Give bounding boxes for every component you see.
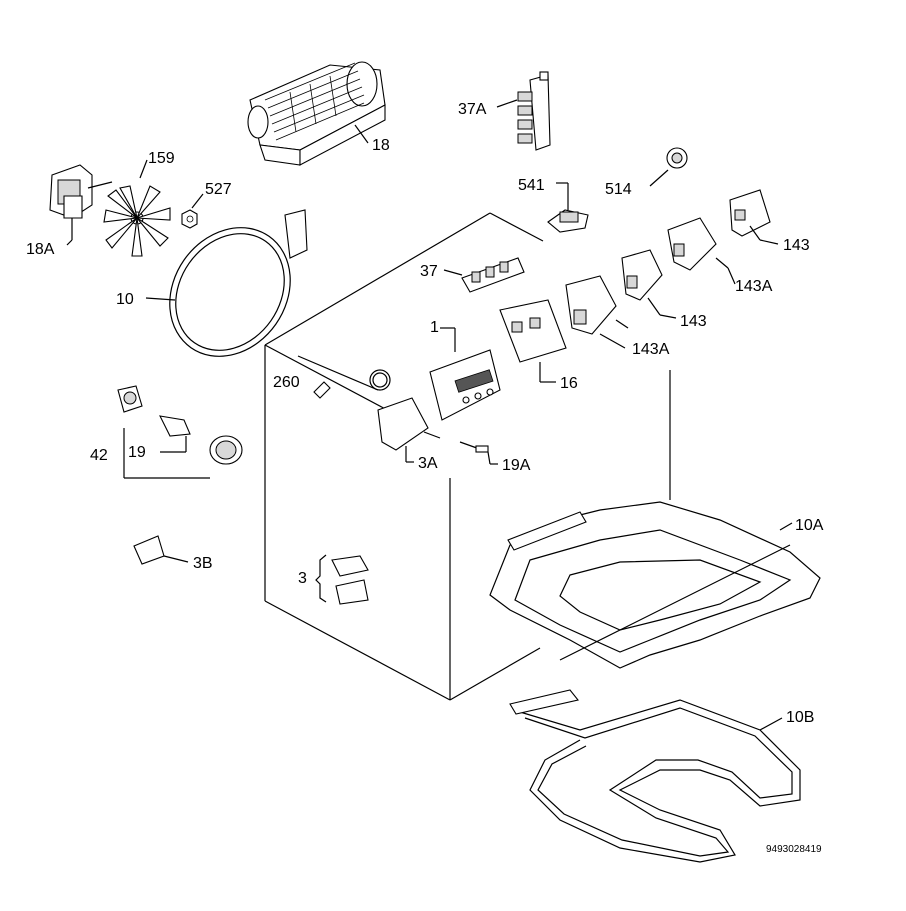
part-labels: 18 37A 159 527 18A 541 514 143 143A 37 1… — [26, 101, 824, 855]
switch-143-top — [729, 189, 779, 245]
label-1: 1 — [430, 319, 439, 336]
label-19: 19 — [128, 444, 146, 461]
label-143-top: 143 — [783, 237, 810, 254]
terminal-block-37 — [443, 257, 525, 293]
label-527: 527 — [205, 181, 232, 198]
drawing-code: 9493028419 — [766, 844, 822, 855]
label-19a: 19A — [502, 457, 531, 474]
label-10a: 10A — [795, 517, 824, 534]
connector-541 — [547, 182, 589, 233]
bottom-element-10b — [509, 689, 801, 863]
bracket-3b — [133, 535, 189, 565]
label-37a: 37A — [458, 101, 487, 118]
label-143a-top: 143A — [735, 278, 773, 295]
nut-527 — [181, 193, 204, 229]
label-3: 3 — [298, 570, 307, 587]
label-514: 514 — [605, 181, 632, 198]
fan-blade-159 — [103, 159, 171, 257]
label-541: 541 — [518, 177, 545, 194]
sensor-19a — [459, 441, 498, 465]
switch-143a-mid — [565, 275, 629, 349]
circular-heating-element-10 — [145, 209, 308, 357]
label-159: 159 — [148, 150, 175, 167]
oven-lamp-42 — [117, 385, 243, 479]
tangential-fan-part — [247, 61, 386, 166]
lamp-holder-514 — [649, 147, 688, 187]
label-143a-mid: 143A — [632, 341, 670, 358]
label-42: 42 — [90, 447, 108, 464]
selector-switch-16 — [499, 299, 567, 383]
label-260: 260 — [273, 374, 300, 391]
terminal-strip-37a — [496, 71, 551, 151]
electronic-timer-1 — [429, 327, 501, 421]
switch-143a-top — [667, 217, 736, 285]
label-18: 18 — [372, 137, 390, 154]
clips-3 — [315, 554, 369, 605]
label-16: 16 — [560, 375, 578, 392]
switch-143-mid — [621, 249, 677, 319]
thermostat-3a — [297, 355, 441, 463]
label-3b: 3B — [193, 555, 213, 572]
label-10: 10 — [116, 291, 134, 308]
grill-element-10a — [489, 501, 821, 669]
label-3a: 3A — [418, 455, 438, 472]
fan-motor-18a — [49, 164, 113, 246]
label-143-mid: 143 — [680, 313, 707, 330]
label-37: 37 — [420, 263, 438, 280]
oven-cabinet-outline — [264, 212, 671, 701]
label-10b: 10B — [786, 709, 814, 726]
clip-260 — [313, 381, 331, 399]
label-18a: 18A — [26, 241, 55, 258]
